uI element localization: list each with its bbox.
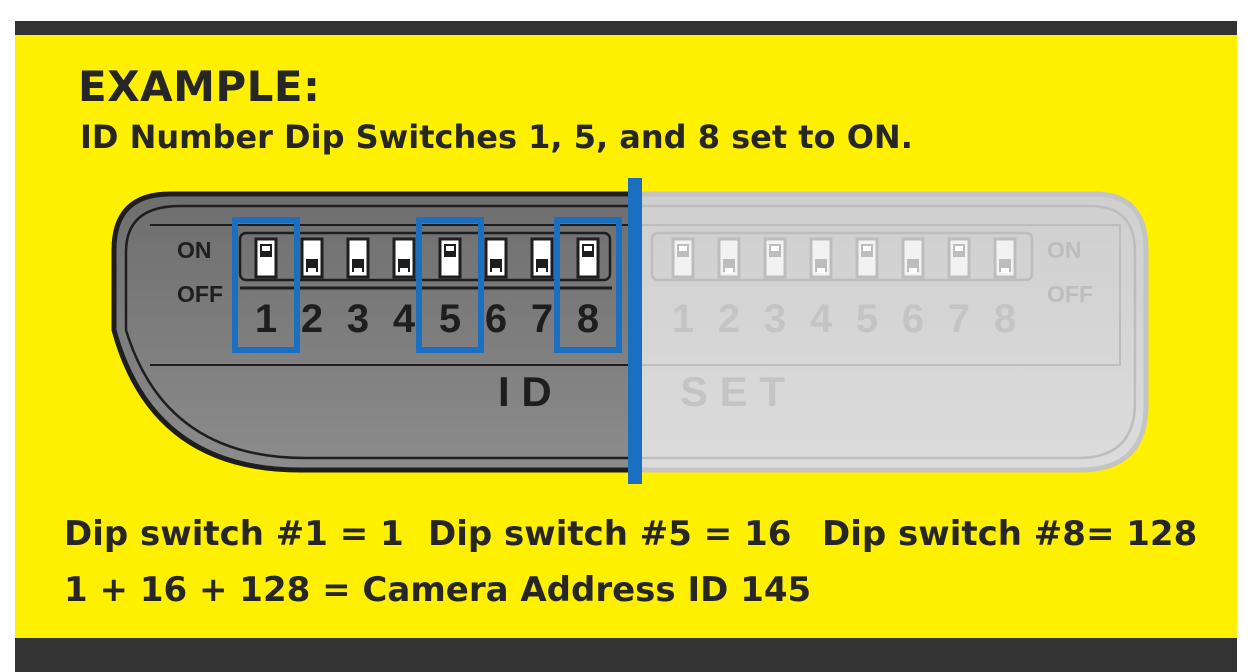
highlight-switch-8	[554, 217, 622, 353]
id-off-label: OFF	[177, 281, 223, 307]
set-switch-number-8: 8	[994, 297, 1016, 341]
set-switch-number-2: 2	[718, 297, 740, 341]
set-switch-number-7: 7	[948, 297, 970, 341]
set-switch-6	[901, 237, 925, 279]
set-switch-number-6: 6	[902, 297, 924, 341]
id-switch-number-3: 3	[347, 297, 369, 341]
id-switch-number-2: 2	[301, 297, 323, 341]
set-switch-3	[763, 237, 787, 279]
id-switch-number-6: 6	[485, 297, 507, 341]
set-switch-number-1: 1	[672, 297, 694, 341]
set-switch-8	[993, 237, 1017, 279]
bottom-border-bar	[15, 638, 1237, 672]
set-switch-number-4: 4	[810, 297, 833, 341]
id-switch-number-7: 7	[531, 297, 553, 341]
on-switch-highlights	[232, 217, 622, 353]
id-switch-number-1: 1	[255, 297, 277, 341]
set-bank-label: S E T	[680, 368, 785, 415]
set-switch-1	[671, 237, 695, 279]
id-switch-7	[530, 237, 554, 279]
id-bank-label: I D	[498, 368, 552, 415]
example-subheading: ID Number Dip Switches 1, 5, and 8 set t…	[80, 118, 913, 156]
id-on-label: ON	[177, 237, 212, 263]
equation-switch-1: Dip switch #1 = 1	[64, 514, 404, 554]
set-switch-2	[717, 237, 741, 279]
set-switch-7	[947, 237, 971, 279]
set-off-label: OFF	[1047, 281, 1093, 307]
id-switch-number-5: 5	[439, 297, 461, 341]
equation-switch-5: Dip switch #5 = 16	[428, 514, 792, 554]
id-switch-3	[346, 237, 370, 279]
equation-switch-8: Dip switch #8= 128	[822, 514, 1198, 554]
set-switch-4	[809, 237, 833, 279]
example-heading: EXAMPLE:	[78, 62, 321, 111]
set-switch-number-3: 3	[764, 297, 786, 341]
id-switch-6	[484, 237, 508, 279]
top-border-bar	[15, 21, 1237, 35]
highlight-switch-5	[416, 217, 484, 353]
id-switch-number-4: 4	[393, 297, 416, 341]
set-switch-number-5: 5	[856, 297, 878, 341]
bank-divider	[628, 178, 642, 484]
equation-total: 1 + 16 + 128 = Camera Address ID 145	[64, 570, 812, 610]
highlight-switch-1	[232, 217, 300, 353]
id-switch-1	[254, 237, 278, 279]
id-switch-8	[576, 237, 600, 279]
set-switch-5	[855, 237, 879, 279]
id-switch-2	[300, 237, 324, 279]
id-switch-number-8: 8	[577, 297, 599, 341]
id-switch-5	[438, 237, 462, 279]
id-switch-4	[392, 237, 416, 279]
set-switch-housing	[650, 231, 1034, 282]
id-switch-housing	[238, 231, 612, 282]
set-on-label: ON	[1047, 237, 1082, 263]
